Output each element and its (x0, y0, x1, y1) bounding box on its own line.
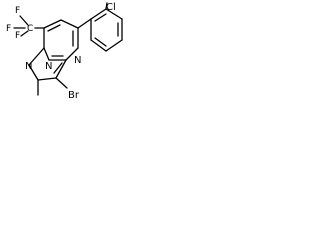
bond-five-3 (37, 77, 57, 81)
atom-f-left: F (6, 24, 11, 34)
atom-n-left: N (25, 61, 32, 72)
atom-f-top: F (15, 6, 20, 16)
bonds (13, 2, 123, 96)
atom-br: Br (68, 90, 80, 101)
bond-five-4 (55, 59, 67, 79)
bond-aryl-4 (105, 39, 123, 52)
bond-ring-1 (43, 19, 62, 29)
bond-ring-4 (65, 47, 79, 61)
atom-c-cf3: C (27, 24, 33, 34)
bond-aryl-2 (105, 8, 123, 20)
bond-f1-c (19, 15, 29, 26)
bond-five-1 (28, 47, 45, 66)
atom-n-center: N (45, 61, 52, 72)
bond-ring-6 (43, 47, 50, 61)
structure-canvas: Cl F F F C N N N Br (0, 0, 129, 116)
bond-aryl-link (77, 18, 92, 29)
atom-cl: Cl (106, 2, 116, 13)
bond-f3-c (20, 30, 29, 37)
bond-aryl-5 (90, 39, 107, 52)
bond-br (55, 77, 68, 89)
chemical-structure: Cl F F F C N N N Br (6, 2, 123, 101)
bond-aryl-1 (90, 8, 107, 20)
atom-n-right: N (74, 55, 81, 66)
bond-aryl-double-1 (94, 13, 107, 22)
bond-five-2 (28, 64, 39, 81)
atom-f-bottom: F (15, 31, 20, 41)
atom-labels: Cl F F F C N N N Br (6, 2, 116, 101)
bond-double-1 (47, 24, 61, 32)
bond-cl (105, 2, 108, 10)
bond-five-double (53, 62, 63, 74)
bond-ring-2 (60, 19, 79, 29)
bond-aryl-double-3 (94, 37, 107, 47)
